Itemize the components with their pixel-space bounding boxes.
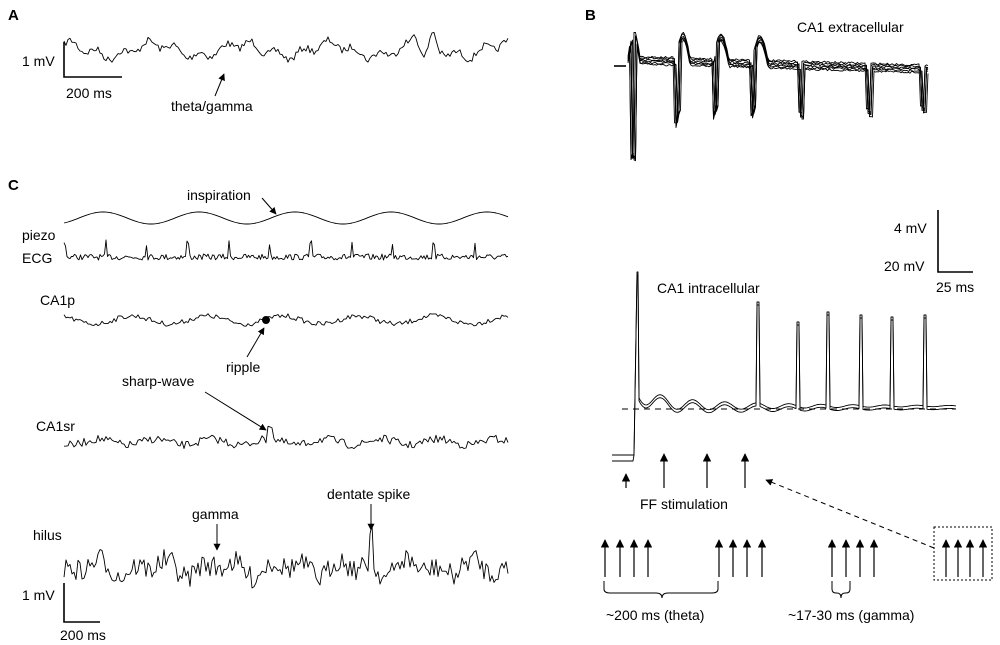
ripple-burst-marker — [262, 316, 270, 324]
gamma-interval-label: ~17-30 ms (gamma) — [788, 607, 914, 623]
ca1-extracellular-title: CA1 extracellular — [797, 19, 904, 35]
ecg-label: ECG — [22, 250, 52, 266]
ca1sr-trace — [63, 425, 509, 450]
panel-a-scale-time: 200 ms — [66, 85, 112, 101]
inspiration-label: inspiration — [187, 187, 251, 203]
ca1sr-label: CA1sr — [36, 418, 75, 434]
ca1-intracellular-traces — [612, 271, 957, 462]
gamma-burst-box — [933, 526, 993, 581]
extracellular-sweep-1 — [627, 31, 929, 160]
ca1-extracellular-traces — [627, 31, 929, 162]
gamma-bracket — [831, 581, 851, 599]
extracellular-sweep-3 — [627, 35, 929, 157]
sharp-wave-label: sharp-wave — [122, 373, 195, 389]
extracellular-sweep-4 — [627, 37, 929, 159]
hilus-label: hilus — [33, 527, 62, 543]
panel-b-scale-time: 25 ms — [936, 279, 974, 295]
panel-c-scale-voltage: 1 mV — [22, 587, 55, 603]
dashed-pointer-arrow — [765, 479, 935, 549]
panel-a-scale-bar — [63, 42, 122, 78]
panel-b-label: B — [585, 7, 596, 24]
inspiration-arrow — [261, 197, 277, 215]
stimulation-pattern-arrows — [600, 539, 988, 577]
theta-gamma-arrow — [214, 73, 225, 97]
panel-a-scale-voltage: 1 mV — [22, 53, 55, 69]
theta-interval-label: ~200 ms (theta) — [606, 607, 704, 623]
ca1p-label: CA1p — [40, 292, 75, 308]
ecg-trace — [63, 239, 509, 261]
panel-b-scale-20mv: 20 mV — [884, 258, 925, 274]
piezo-trace — [63, 211, 509, 225]
stimulation-arrows — [621, 453, 750, 488]
panel-a-label: A — [8, 7, 19, 24]
panel-c-scale-bar — [63, 583, 100, 623]
panel-c-scale-time: 200 ms — [60, 627, 106, 643]
ripple-label: ripple — [226, 359, 260, 375]
extracellular-sweep-6 — [627, 39, 929, 162]
ff-stimulation-label: FF stimulation — [640, 496, 728, 512]
gamma-label: gamma — [192, 506, 239, 522]
ca1p-trace — [63, 313, 509, 327]
ca1-intracellular-title: CA1 intracellular — [657, 280, 760, 296]
dentate-spike-label: dentate spike — [327, 486, 410, 502]
sharp-wave-arrow — [204, 391, 267, 431]
intracellular-sweep-1 — [612, 274, 957, 456]
piezo-label: piezo — [22, 227, 56, 243]
panel-a-lfp-trace — [63, 32, 509, 63]
extracellular-sweep-2 — [627, 33, 929, 161]
panel-c-label: C — [8, 177, 19, 194]
theta-bracket — [603, 581, 719, 599]
panel-b-scale-bar — [937, 210, 973, 273]
ripple-arrow — [246, 327, 265, 358]
intracellular-sweep-2 — [612, 271, 957, 462]
hilus-trace — [63, 523, 509, 589]
panel-b-scale-4mv: 4 mV — [894, 220, 927, 236]
theta-gamma-label: theta/gamma — [171, 98, 253, 114]
